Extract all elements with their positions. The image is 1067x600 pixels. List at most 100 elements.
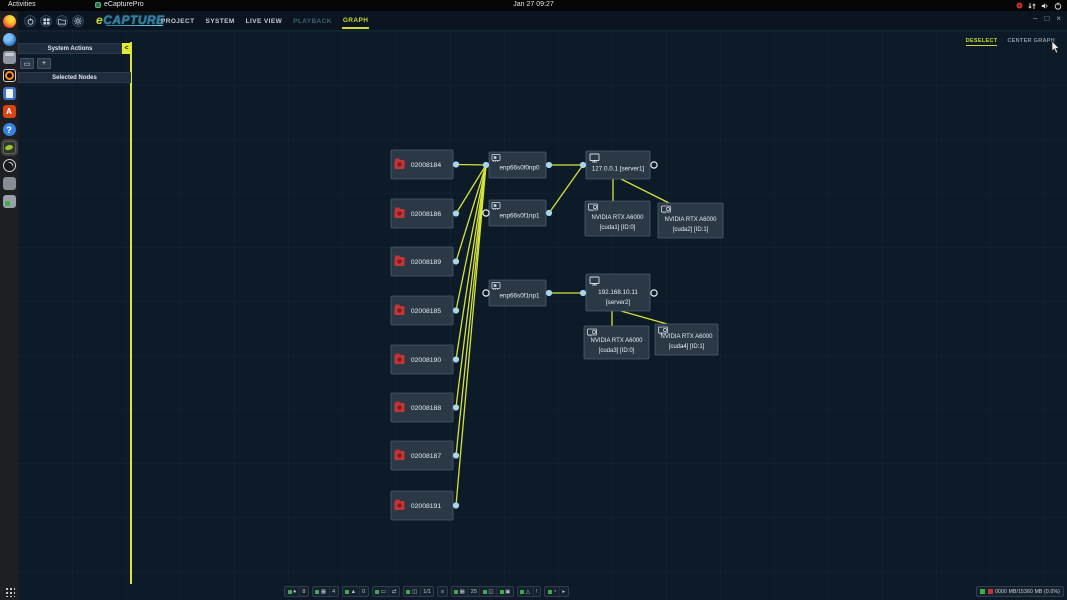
settings-gear-button[interactable] xyxy=(72,15,84,27)
graph-node-camera-02008186[interactable]: 02008186 xyxy=(390,198,454,229)
menu-system[interactable]: SYSTEM xyxy=(205,18,235,25)
menu-live-view[interactable]: LIVE VIEW xyxy=(245,18,283,25)
toolbar-button-5-1[interactable]: ◫ xyxy=(404,587,421,596)
app-gray-dock-icon[interactable] xyxy=(2,177,16,190)
menu-project[interactable]: PROJECT xyxy=(161,18,195,25)
toolbar-button-9-1[interactable]: ◔ xyxy=(545,587,560,596)
camera-icon xyxy=(395,401,400,404)
graph-edge xyxy=(620,178,670,204)
app-center-dock-icon[interactable]: A xyxy=(2,105,16,118)
toolbar-button-2-2[interactable]: 4 xyxy=(332,588,336,595)
gpu-icon xyxy=(587,328,597,336)
graph-node-server1[interactable]: 127.0.0.1 [server1] xyxy=(585,150,651,180)
camera-app-dock-icon[interactable] xyxy=(2,69,16,82)
firefox-dock-icon[interactable] xyxy=(2,15,16,28)
sidebar-tool-button-1[interactable]: ▭ xyxy=(20,58,34,69)
port-hollow[interactable] xyxy=(650,289,658,297)
toolbar-button-5-2[interactable]: 1/1 xyxy=(423,588,431,595)
activities-button[interactable]: Activities xyxy=(8,1,36,8)
graph-node-nic-enp66s0f0np0[interactable]: enp66s0f0np0 xyxy=(488,151,547,179)
menu-graph[interactable]: GRAPH xyxy=(341,13,370,29)
thunderbird-dock-icon[interactable] xyxy=(2,33,16,46)
port-connected[interactable] xyxy=(545,289,553,297)
port-connected[interactable] xyxy=(452,356,460,363)
document-dock-icon[interactable] xyxy=(2,87,16,100)
clock[interactable]: Jan 27 09:27 xyxy=(513,1,554,8)
show-applications-button[interactable] xyxy=(4,586,15,597)
toolbar-button-1-1[interactable]: ● xyxy=(285,587,300,596)
files-dock-icon[interactable] xyxy=(2,51,16,64)
port-connected[interactable] xyxy=(579,161,587,169)
toolbar-button-7-4[interactable]: ▣ xyxy=(497,587,513,596)
port-hollow[interactable] xyxy=(650,161,658,169)
toolbar-button-1-2[interactable]: 8 xyxy=(302,588,306,595)
status-green-icon xyxy=(980,589,986,594)
graph-node-camera-02008187[interactable]: 02008187 xyxy=(390,440,454,471)
port-connected[interactable] xyxy=(452,307,460,314)
focused-app-title[interactable]: eCapturePro xyxy=(95,1,144,8)
graph-node-nic-enp66s0f1np1-server1[interactable]: enp66s0f1np1 xyxy=(488,199,547,227)
toolbar-button-3-1[interactable]: ▲ xyxy=(343,587,360,596)
port-hollow[interactable] xyxy=(482,289,490,297)
package-dock-icon[interactable] xyxy=(2,195,16,208)
toolbar-button-7-1[interactable]: ▦ xyxy=(452,587,469,596)
toolbar-button-7-2[interactable]: 25 xyxy=(468,587,481,596)
grid-view-button[interactable] xyxy=(40,15,52,27)
maximize-button[interactable]: □ xyxy=(1044,14,1050,23)
port-connected[interactable] xyxy=(452,258,460,265)
toolbar-button-6-1[interactable]: ≡ xyxy=(440,588,445,595)
graph-node-camera-02008189[interactable]: 02008189 xyxy=(390,246,454,277)
folder-button[interactable] xyxy=(56,15,68,27)
svg-text:[cuda3] [ID:0]: [cuda3] [ID:0] xyxy=(599,348,635,354)
menu-playback[interactable]: PLAYBACK xyxy=(293,18,332,25)
port-connected[interactable] xyxy=(452,452,460,459)
toolbar-button-2-1[interactable]: ▦ xyxy=(313,587,330,596)
toolbar-button-3-2[interactable]: 0 xyxy=(362,588,366,595)
help-dock-icon[interactable]: ? xyxy=(2,123,16,136)
window-controls: – □ × xyxy=(1033,14,1061,24)
graph-node-server2[interactable]: 192.168.10.11[server2] xyxy=(585,273,651,312)
graph-node-camera-02008185[interactable]: 02008185 xyxy=(390,295,454,326)
port-connected[interactable] xyxy=(579,289,587,297)
minimize-button[interactable]: – xyxy=(1033,14,1038,23)
graph-node-gpu-cuda4[interactable]: NVIDIA RTX A6000 [cuda4] [ID:1] xyxy=(654,323,719,356)
toolbar-button-7-3[interactable]: ◫ xyxy=(480,587,498,596)
toolbar-button-9-2[interactable]: ▸ xyxy=(562,588,566,595)
graph-node-camera-02008188[interactable]: 02008188 xyxy=(390,392,454,423)
graph-canvas[interactable] xyxy=(18,31,1067,600)
remote-dock-icon[interactable] xyxy=(2,159,16,172)
port-hollow[interactable] xyxy=(482,209,490,217)
graph-node-gpu-cuda1[interactable]: NVIDIA RTX A6000[cuda1] [ID:0] xyxy=(584,200,651,237)
memory-status: 0000 MB/15360 MB (0.0%) xyxy=(976,586,1064,597)
sidebar-tool-button-2[interactable]: + xyxy=(37,58,51,69)
graph-node-nic-enp66s0f1np1-server2[interactable]: enp66s0f1np1 xyxy=(488,279,547,307)
system-tray[interactable] xyxy=(1016,0,1062,11)
port-connected[interactable] xyxy=(545,209,553,217)
toolbar-button-8-2[interactable]: ! xyxy=(536,588,538,595)
port-connected[interactable] xyxy=(452,161,460,168)
svg-text:[cuda1] [ID:0]: [cuda1] [ID:0] xyxy=(600,225,636,231)
graph-node-gpu-cuda3[interactable]: NVIDIA RTX A6000[cuda3] [ID:0] xyxy=(583,325,650,360)
toolbar-button-8-1[interactable]: △ xyxy=(518,587,534,596)
port-connected[interactable] xyxy=(452,502,460,509)
ecapture-dock-icon[interactable] xyxy=(2,141,16,154)
port-connected[interactable] xyxy=(482,161,490,169)
toolbar-button-4-2[interactable]: ⇄ xyxy=(391,588,397,595)
port-connected[interactable] xyxy=(452,404,460,411)
center-graph-link[interactable]: CENTER GRAPH xyxy=(1007,38,1055,44)
toolbar-button-4-1[interactable]: ▭ xyxy=(373,587,390,596)
svg-text:NVIDIA RTX A6000: NVIDIA RTX A6000 xyxy=(661,334,714,340)
graph-node-gpu-cuda2[interactable]: NVIDIA RTX A6000[cuda2] [ID:1] xyxy=(657,202,724,239)
toolbar-group-5: ◫1/1 xyxy=(402,586,435,597)
sidebar-collapse-button[interactable]: < xyxy=(122,43,131,54)
graph-node-camera-02008191[interactable]: 02008191 xyxy=(390,490,454,521)
port-connected[interactable] xyxy=(545,161,553,169)
graph-node-camera-02008190[interactable]: 02008190 xyxy=(390,344,454,375)
port-connected[interactable] xyxy=(452,210,460,217)
close-button[interactable]: × xyxy=(1056,14,1061,23)
graph-node-camera-02008184[interactable]: 02008184 xyxy=(390,149,454,180)
ecapture-logo: eCAPTURE xyxy=(96,13,165,27)
svg-text:[cuda4] [ID:1]: [cuda4] [ID:1] xyxy=(669,344,705,350)
power-button[interactable] xyxy=(24,15,36,27)
deselect-link[interactable]: DESELECT xyxy=(965,38,998,46)
